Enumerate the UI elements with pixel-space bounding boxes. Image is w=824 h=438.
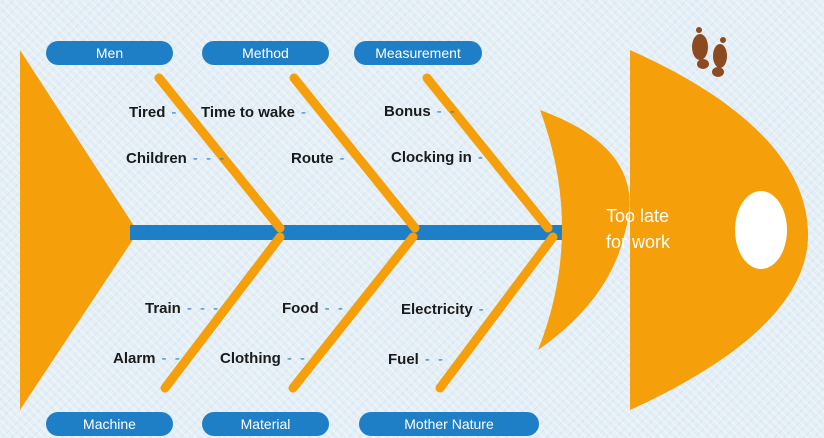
effect-line-1: Too late xyxy=(606,206,670,226)
cause-train: Train - - - xyxy=(145,300,220,317)
bone-material xyxy=(288,232,418,393)
cause-label: Bonus xyxy=(384,103,431,120)
effect-label: Too late for work xyxy=(606,203,716,255)
cause-tired: Tired- xyxy=(129,104,178,121)
cause-label: Clocking in xyxy=(391,149,472,166)
cause-children: Children - - - xyxy=(126,150,226,167)
cause-label: Fuel xyxy=(388,351,419,368)
category-measurement: Measurement xyxy=(354,41,482,65)
fish-head xyxy=(630,50,809,410)
connector-dash: - xyxy=(477,149,485,166)
cause-alarm: Alarm - - xyxy=(113,350,182,367)
effect-line-2: for work xyxy=(606,232,671,252)
cause-label: Food xyxy=(282,300,319,317)
cause-label: Time to wake xyxy=(201,104,295,121)
connector-dash: - - xyxy=(286,350,307,367)
cause-fuel: Fuel - - xyxy=(388,351,445,368)
cause-label: Alarm xyxy=(113,350,156,367)
cause-label: Route xyxy=(291,150,334,167)
cause-label: Clothing xyxy=(220,350,281,367)
cause-label: Children xyxy=(126,150,187,167)
cause-clocking-in: Clocking in- xyxy=(391,149,485,166)
cause-bonus: Bonus - - xyxy=(384,103,457,120)
bone-method xyxy=(289,73,420,233)
category-mother-nature: Mother Nature xyxy=(359,412,539,436)
category-material: Material xyxy=(202,412,329,436)
footprints-icon xyxy=(692,27,727,77)
connector-dash: - xyxy=(300,104,308,121)
connector-dash: - xyxy=(171,104,179,121)
connector-dash: - - - xyxy=(186,300,221,317)
fish-spine xyxy=(130,225,592,240)
cause-route: Route- xyxy=(291,150,347,167)
category-men: Men xyxy=(46,41,173,65)
connector-dash: - - xyxy=(161,350,182,367)
cause-food: Food - - xyxy=(282,300,345,317)
bone-measurement xyxy=(422,73,553,233)
fish-tail xyxy=(20,50,138,410)
bone-men xyxy=(154,73,285,233)
fish-eye xyxy=(735,191,787,269)
bone-machine xyxy=(160,232,285,393)
fish-gill xyxy=(538,110,630,350)
cause-label: Tired xyxy=(129,104,166,121)
bone-mother-nature xyxy=(435,232,558,393)
cause-clothing: Clothing - - xyxy=(220,350,307,367)
cause-electricity: Electricity- xyxy=(401,301,486,318)
category-machine: Machine xyxy=(46,412,173,436)
connector-dash: - - xyxy=(424,351,446,368)
connector-dash: - - - xyxy=(192,150,227,167)
connector-dash: - - xyxy=(436,103,457,120)
connector-dash: - xyxy=(339,150,347,167)
cause-label: Train xyxy=(145,300,181,317)
cause-label: Electricity xyxy=(401,301,473,318)
connector-dash: - - xyxy=(324,300,345,317)
category-method: Method xyxy=(202,41,329,65)
connector-dash: - xyxy=(478,301,486,318)
cause-time-to-wake: Time to wake- xyxy=(201,104,308,121)
